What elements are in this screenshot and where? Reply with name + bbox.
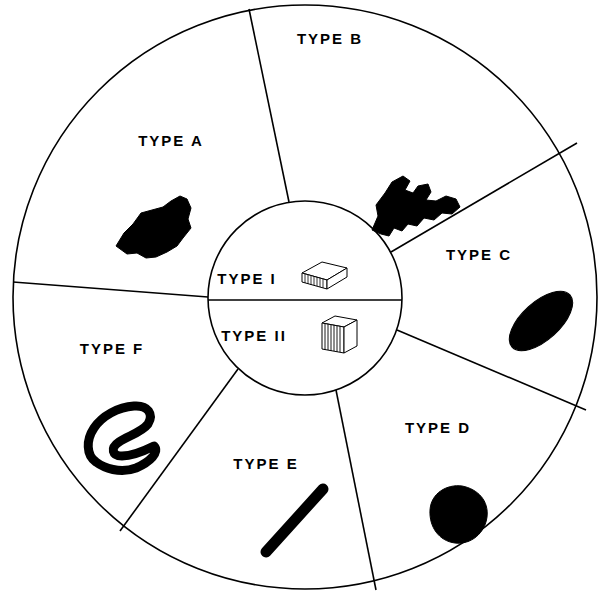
particle-c — [499, 281, 582, 361]
sector-label: TYPE I — [215, 270, 279, 289]
outer-circle — [13, 5, 597, 589]
sector-divider — [249, 9, 289, 202]
particle-b — [372, 176, 460, 236]
inner-divider — [208, 299, 402, 301]
cube-icon — [322, 316, 357, 353]
sector-label: TYPE E — [231, 455, 300, 474]
sector-label: TYPE F — [78, 340, 147, 359]
sector-divider — [336, 390, 376, 590]
particle-e — [266, 489, 323, 552]
sector-divider — [13, 282, 208, 297]
type-label: TYPE B — [295, 30, 365, 49]
particle-f — [88, 406, 156, 471]
sector-label: TYPE C — [444, 246, 514, 265]
type-label: TYPE F — [78, 340, 147, 359]
type-label: TYPE I — [215, 270, 279, 289]
particle-d — [430, 486, 487, 543]
particle-a — [116, 196, 191, 258]
sector-divider — [397, 330, 586, 410]
type-label: TYPE A — [136, 132, 206, 151]
sector-label: TYPE B — [295, 30, 365, 49]
slab-icon — [302, 262, 347, 289]
type-label: TYPE D — [403, 419, 473, 438]
sector-label: TYPE II — [219, 327, 289, 346]
type-label: TYPE II — [219, 327, 289, 346]
sector-label: TYPE D — [403, 419, 473, 438]
sector-label: TYPE A — [136, 132, 206, 151]
type-label: TYPE E — [231, 455, 300, 474]
type-label: TYPE C — [444, 246, 514, 265]
